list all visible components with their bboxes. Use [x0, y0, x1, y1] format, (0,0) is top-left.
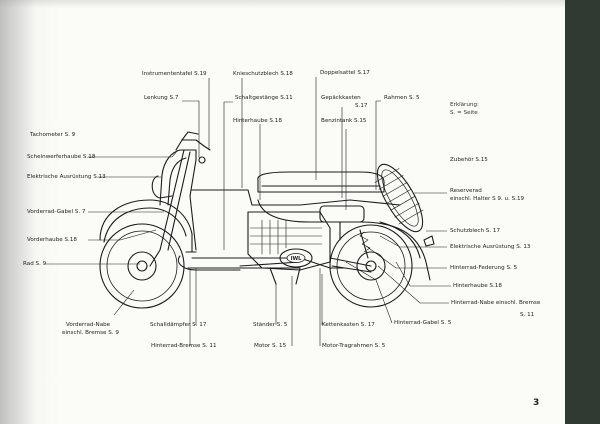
- leg-shield: [159, 149, 197, 251]
- label-doppelsattel: Doppelsattel S.17: [320, 70, 370, 76]
- label-gepaeckkasten-page: S.17: [355, 103, 368, 109]
- label-reserverad-2: einschl. Halter S 9. u. S.19: [450, 196, 525, 202]
- label-hinterrad-nabe-1: Hinterrad-Nabe einschl. Bremse: [451, 300, 541, 306]
- label-elektrische-left: Elektrische Ausrüstung S.13: [27, 174, 106, 180]
- rear-wheel: [329, 224, 413, 308]
- label-vorderrad-gabel: Vorderrad-Gabel S. 7: [27, 209, 86, 215]
- label-tachometer: Tachometer S. 9: [30, 132, 76, 138]
- scan-shadow-left: [0, 0, 60, 424]
- label-hinterhaube-right: Hinterhaube S.18: [453, 283, 502, 289]
- label-reserverad-1: Reserverad: [450, 188, 482, 194]
- label-knieschutzblech: Knieschutzblech S.18: [233, 71, 293, 77]
- leader-lines: [46, 77, 451, 346]
- label-scheinwerferhaube: Scheinwerferhaube S.18: [27, 154, 96, 160]
- label-hinterrad-gabel: Hinterrad-Gabel S. 5: [394, 320, 452, 326]
- engine: [247, 211, 331, 271]
- engine-badge: IWL: [291, 256, 302, 262]
- front-fork: [149, 149, 185, 267]
- fuel-tank: [319, 205, 365, 223]
- label-schaltgestaenge: Schaltgestänge S.11: [235, 95, 293, 101]
- double-seat: [257, 171, 385, 193]
- front-fender: [99, 199, 193, 253]
- scan-border-right: [565, 0, 600, 424]
- legend: Erklärung: S. = Seite: [450, 101, 479, 117]
- front-wheel: [99, 223, 185, 309]
- label-zubehoer: Zubehör S.15: [450, 157, 488, 163]
- label-lenkung: Lenkung S.7: [144, 95, 179, 101]
- label-motor: Motor S. 15: [254, 343, 287, 349]
- page-number: 3: [533, 398, 540, 408]
- label-schutzblech: Schutzblech S. 17: [450, 228, 501, 234]
- label-instrumententafel: Instrumententafel S.19: [142, 71, 207, 77]
- label-vorderrad-nabe-1: Vorderrad-Nabe: [66, 322, 111, 328]
- label-vorderhaube: Vorderhaube S.18: [27, 237, 77, 243]
- label-hinterrad-bremse: Hinterrad-Bremse S. 11: [151, 343, 217, 349]
- center-stand: [269, 267, 301, 285]
- label-hinterhaube-top: Hinterhaube S.18: [233, 118, 282, 124]
- label-motor-tragrahmen: Motor-Tragrahmen S. 5: [322, 343, 386, 349]
- handlebar: [175, 139, 211, 151]
- label-hinterrad-federung: Hinterrad-Federung S. 5: [450, 265, 518, 271]
- label-rad: Rad S. 9: [23, 261, 47, 267]
- label-rahmen: Rahmen S. 5: [384, 95, 420, 101]
- label-gepaeckkasten: Gepäckkasten: [321, 95, 361, 101]
- spare-wheel: [374, 163, 424, 233]
- rear-fork: [329, 257, 372, 267]
- legend-title: Erklärung:: [450, 102, 479, 108]
- label-schalldaempfer: Schalldämpfer S. 17: [150, 322, 207, 328]
- label-elektrische-right: Elektrische Ausrüstung S. 13: [450, 244, 531, 250]
- scan-shadow-top: [0, 0, 600, 8]
- label-hinterrad-nabe-2: S. 11: [520, 312, 535, 318]
- label-vorderrad-nabe-2: einschl. Bremse S. 9: [62, 330, 119, 336]
- label-staender: Ständer S. 5: [253, 322, 288, 328]
- floorboard: [191, 257, 346, 269]
- legend-text: S. = Seite: [450, 110, 478, 116]
- frame-tube: [191, 189, 401, 206]
- label-kettenkasten: Kettenkasten S. 17: [322, 322, 375, 328]
- label-benzintank: Benzintank S.15: [321, 118, 367, 124]
